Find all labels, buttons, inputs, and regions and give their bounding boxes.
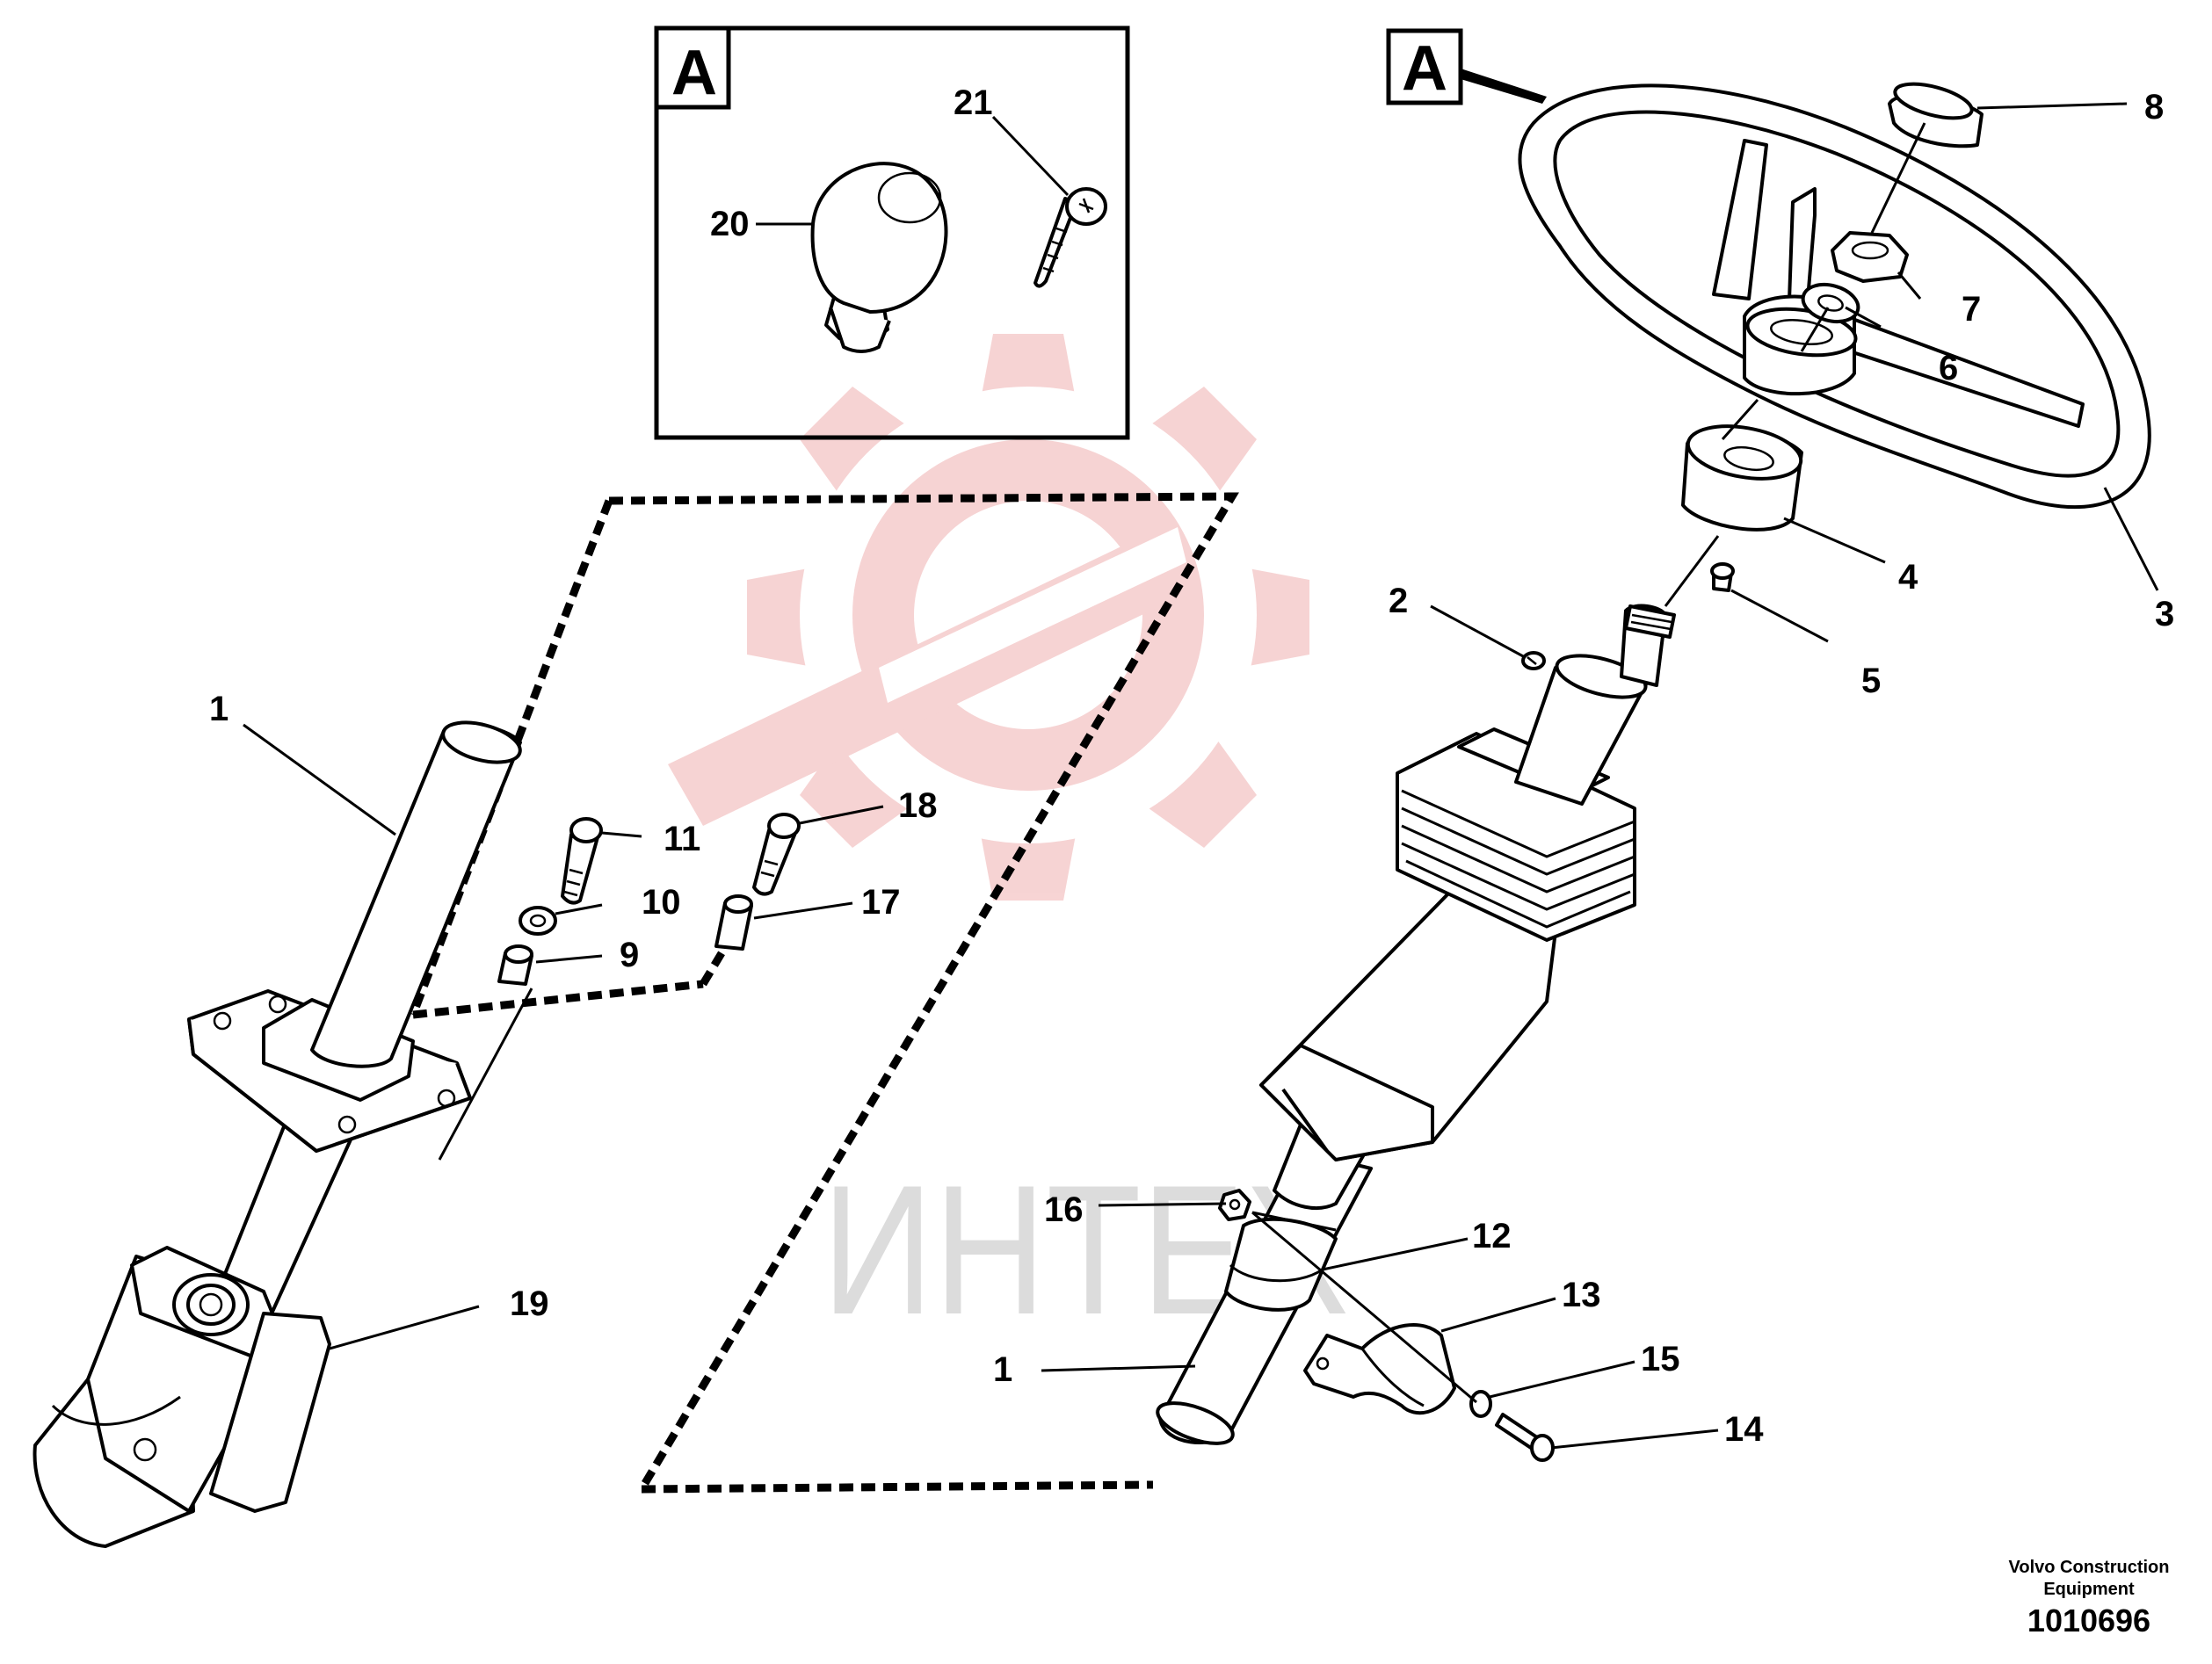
callout-10: 10 [642, 883, 681, 922]
callout-17: 17 [861, 883, 901, 922]
credit-division: Equipment [2043, 1580, 2135, 1599]
callout-6: 6 [1939, 349, 1958, 387]
bolt-part-11 [561, 817, 603, 905]
drawing-number: 1010696 [2027, 1603, 2150, 1639]
leader-lines [243, 102, 2159, 1450]
view-marker: A [1386, 28, 1547, 105]
callout-7: 7 [1962, 290, 1981, 329]
detail-inset: A [654, 25, 1130, 440]
nut-part-16 [1218, 1189, 1251, 1221]
callout-1-right: 1 [993, 1350, 1012, 1389]
callout-12: 12 [1472, 1217, 1512, 1255]
callout-13: 13 [1562, 1276, 1601, 1314]
knob-part-20 [810, 162, 948, 353]
right-steering-column [1156, 82, 2151, 1462]
steering-wheel-part-3 [1518, 83, 2151, 510]
bolt-part-18 [752, 813, 801, 896]
callout-1-left: 1 [209, 690, 228, 728]
cap-part-8 [1888, 82, 1984, 148]
grub-screw-part-2 [1521, 651, 1546, 670]
drawing-credit: Volvo Construction Equipment 1010696 [2009, 1558, 2170, 1639]
washer-part-6 [1801, 282, 1860, 324]
detail-boundary [409, 492, 1239, 1494]
hub-part-4 [1681, 424, 1803, 532]
collar-part-12 [1224, 1217, 1338, 1312]
screw-part-21 [1033, 187, 1107, 288]
callout-20: 20 [710, 205, 750, 243]
callout-9: 9 [620, 936, 639, 974]
callouts: 1 1 2 3 4 5 6 7 8 9 10 11 12 13 14 15 16… [209, 83, 2174, 1449]
left-steering-column [33, 720, 801, 1548]
bolt-part-14 [1495, 1413, 1555, 1462]
callout-3: 3 [2155, 595, 2174, 633]
callout-4: 4 [1898, 558, 1918, 597]
callout-18: 18 [898, 786, 938, 825]
screw-part-5 [1710, 562, 1735, 592]
spacer-part-17 [714, 894, 753, 951]
callout-19: 19 [510, 1284, 549, 1323]
nut-part-7 [1831, 231, 1909, 283]
callout-16: 16 [1044, 1190, 1084, 1229]
view-marker-label: A [1402, 33, 1447, 104]
credit-company: Volvo Construction [2009, 1558, 2170, 1577]
spacer-part-9 [497, 944, 533, 986]
callout-11: 11 [664, 820, 700, 858]
callout-21: 21 [954, 83, 993, 122]
inset-label: A [671, 38, 717, 108]
steering-unit-part-19 [33, 1246, 331, 1548]
callout-5: 5 [1861, 662, 1881, 700]
washer-part-15 [1469, 1390, 1492, 1418]
callout-8: 8 [2144, 88, 2164, 127]
callout-2: 2 [1389, 582, 1408, 620]
callout-14: 14 [1724, 1410, 1764, 1449]
callout-15: 15 [1641, 1340, 1680, 1378]
washer-part-10 [519, 906, 557, 936]
